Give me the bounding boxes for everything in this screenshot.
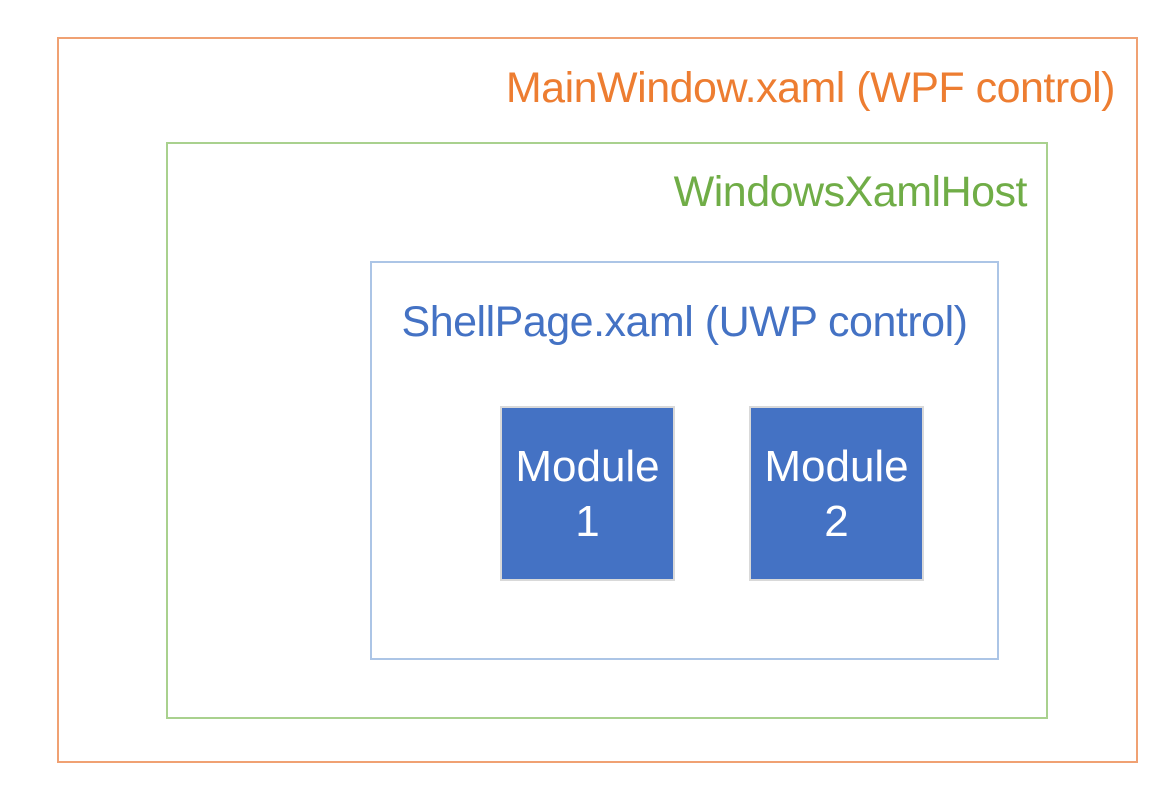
module-2-name: Module (764, 441, 909, 491)
shellpage-box: ShellPage.xaml (UWP control) Module 1 Mo… (370, 261, 999, 660)
mainwindow-label: MainWindow.xaml (WPF control) (505, 64, 1116, 112)
shellpage-label: ShellPage.xaml (UWP control) (401, 298, 968, 346)
module-2-box: Module 2 (749, 406, 924, 581)
windowsxamlhost-box: WindowsXamlHost ShellPage.xaml (UWP cont… (166, 142, 1048, 719)
module-1-number: 1 (575, 496, 600, 546)
module-2-number: 2 (824, 496, 849, 546)
module-1-name: Module (515, 441, 660, 491)
module-1-box: Module 1 (500, 406, 675, 581)
mainwindow-box: MainWindow.xaml (WPF control) WindowsXam… (57, 37, 1138, 763)
windowsxamlhost-label: WindowsXamlHost (673, 168, 1028, 216)
